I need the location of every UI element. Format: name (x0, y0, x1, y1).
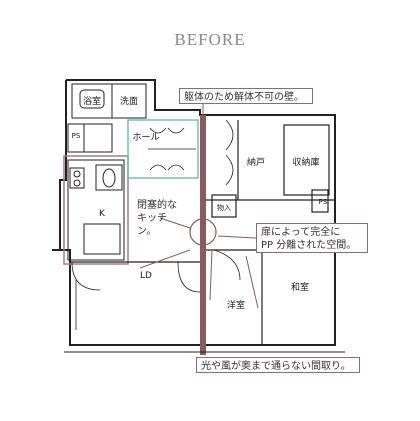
door-swings (71, 119, 241, 330)
room-label-washroom: 洗面 (120, 95, 138, 107)
structural-wall (200, 115, 206, 355)
room-label-kitchen: K (99, 209, 106, 219)
hall-closets (148, 127, 196, 171)
room-label-closet: 収納庫 (292, 156, 319, 168)
room-label-ld: LD (140, 271, 152, 281)
annotation-structural-wall: 躯体のため解体不可の壁。 (179, 88, 313, 104)
annotation-separated-line1: 扉によって完全に (261, 227, 341, 238)
wet-area (67, 83, 147, 153)
room-label-japanese: 和室 (291, 281, 309, 293)
annotation-separated-line2: PP 分離された空間。 (261, 240, 357, 251)
annotation-separated-space: 扉によって完全に PP 分離された空間。 (256, 223, 368, 253)
kitchen-area (67, 159, 125, 261)
room-label-ps-right: PS (319, 198, 328, 206)
annotation-arrows (139, 104, 259, 309)
annotation-no-airflow: 光や風が奥まで通らない間取り。 (196, 357, 360, 373)
page-title: BEFORE (174, 30, 246, 49)
room-label-storage: 納戸 (247, 156, 265, 168)
kitchen-highlight-box (63, 155, 129, 265)
room-label-bath: 浴室 (83, 95, 101, 107)
annotation-closed-kitchen: 閉塞的な キッチン。 (133, 197, 190, 237)
annotation-closed-kitchen-line1: 閉塞的な (137, 200, 177, 211)
room-label-ps-left: PS (72, 132, 81, 140)
room-label-hall: ホール (132, 132, 159, 143)
door-highlight-circle (189, 218, 217, 246)
room-label-entrance: 物入 (217, 203, 231, 212)
hall-highlight-box (127, 119, 199, 179)
room-label-western: 洋室 (227, 299, 245, 311)
outer-walls (52, 79, 336, 346)
annotation-closed-kitchen-line2: キッチン。 (137, 213, 167, 237)
